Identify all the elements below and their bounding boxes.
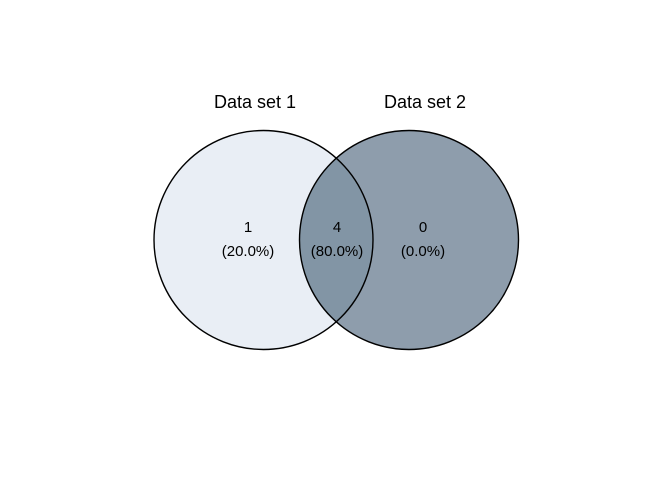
set2-circle-outline	[298, 129, 520, 351]
set2-title: Data set 2	[384, 92, 466, 112]
set1-circle-outline	[153, 129, 374, 351]
set1-title: Data set 1	[214, 92, 296, 112]
set2-only-percent: (0.0%)	[401, 243, 445, 260]
intersection-region	[299, 158, 374, 322]
set1-only-percent: (20.0%)	[222, 243, 275, 260]
intersection-count: 4	[333, 219, 341, 236]
intersection-percent: (80.0%)	[311, 243, 364, 260]
set1-only-count: 1	[244, 219, 252, 236]
set2-only-count: 0	[419, 219, 427, 236]
